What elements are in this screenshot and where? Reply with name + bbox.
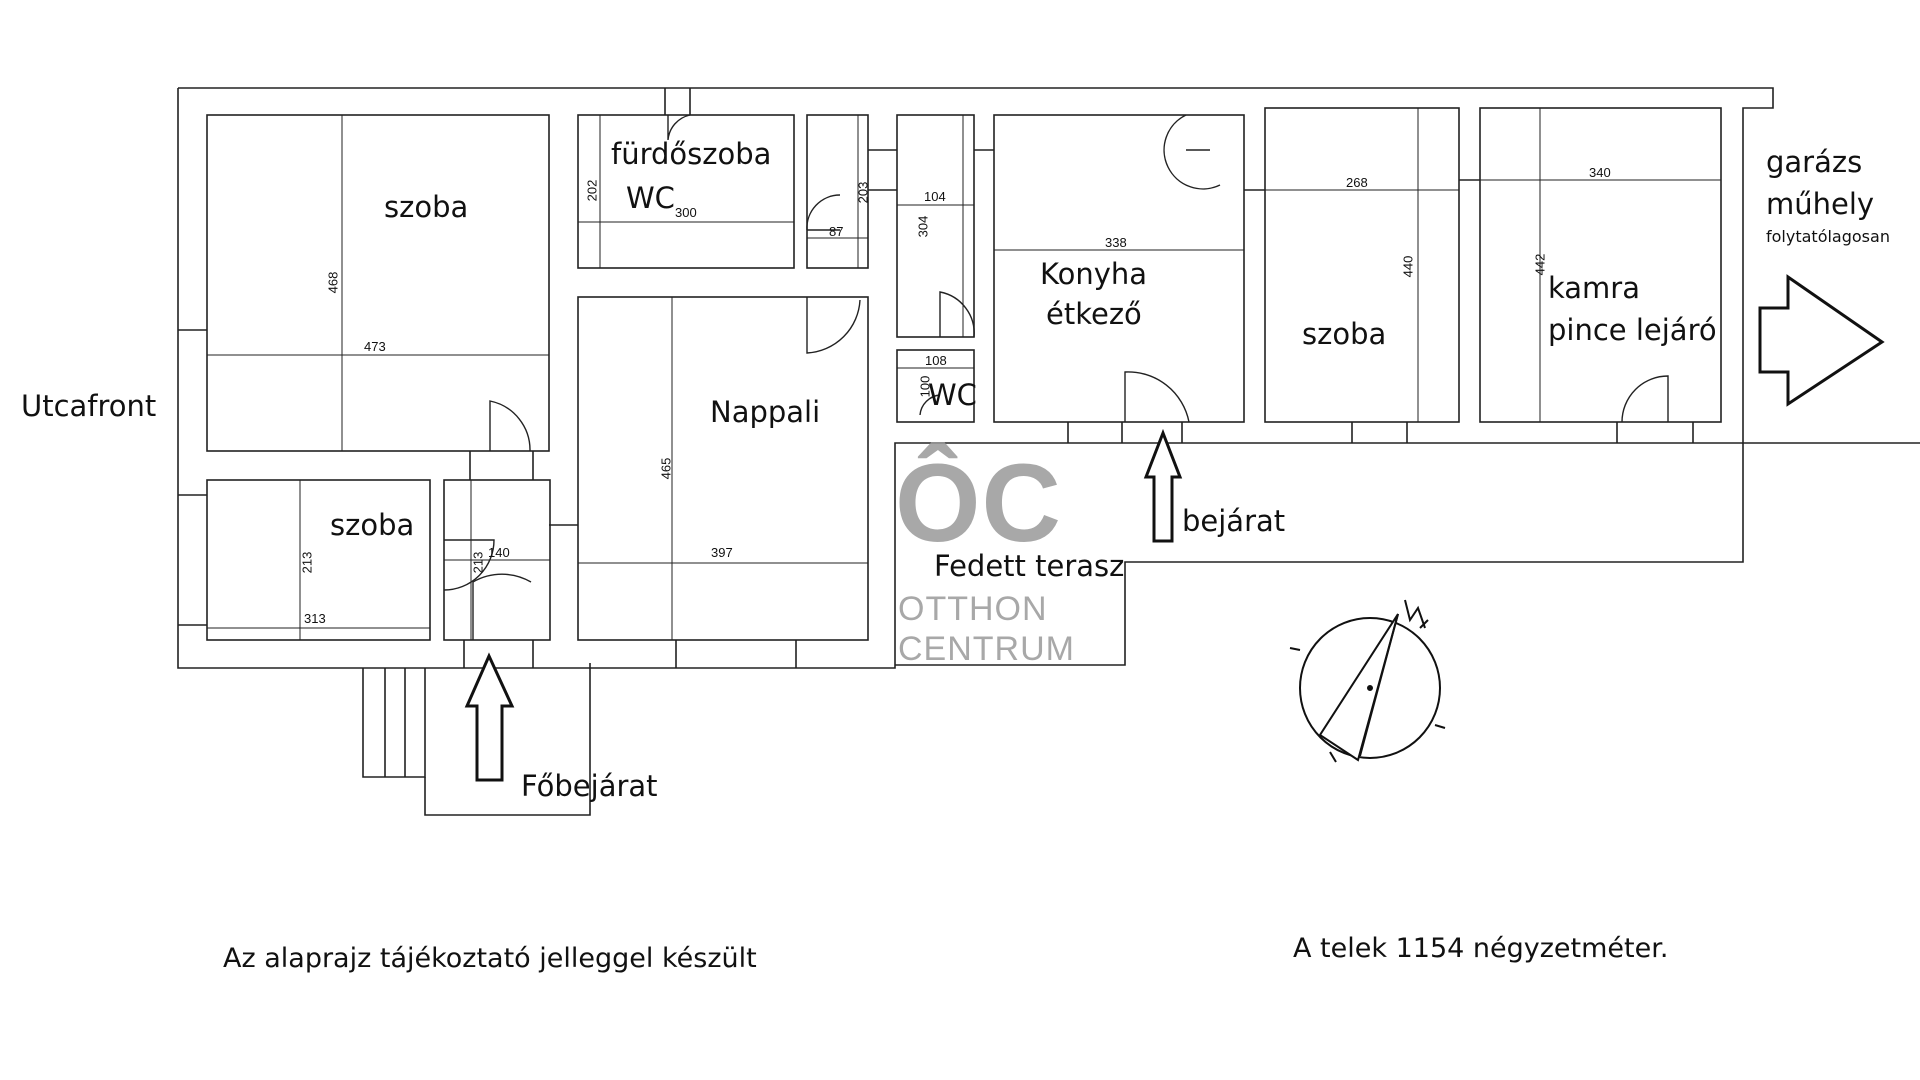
room-label-room-2: szoba — [330, 508, 415, 542]
main-entrance-arrow — [464, 652, 515, 782]
wall-ticks-left — [178, 329, 207, 626]
compass-circle — [1299, 617, 1441, 759]
disclaimer-note: Az alaprajz tájékoztató jelleggel készül… — [223, 943, 757, 974]
garage-label-2: műhely — [1766, 187, 1875, 221]
wall-ticks-mid — [469, 451, 578, 526]
room-2-outline — [206, 479, 431, 641]
dim-narrow-width: 87 — [829, 224, 844, 239]
room-label-living: Nappali — [710, 395, 821, 429]
watermark-logo: ÔC — [895, 442, 1062, 565]
compass-north-mark — [1404, 599, 1426, 629]
dim-room-2-width: 313 — [304, 611, 326, 626]
dimension-lines — [207, 108, 1721, 640]
door-living — [806, 297, 861, 354]
dim-wc-height: 100 — [917, 375, 933, 398]
door-kitchen-terrace — [1124, 371, 1190, 423]
wall-ticks-hall — [868, 149, 994, 191]
room-label-pantry-2: pince lejáró — [1548, 313, 1717, 347]
entrance-label: bejárat — [1182, 504, 1286, 538]
dim-living-width: 397 — [711, 545, 733, 560]
entrance-arrow — [1143, 428, 1183, 543]
room-label-kitchen-2: étkező — [1046, 297, 1142, 331]
dim-hall-height: 304 — [915, 215, 931, 238]
watermark-line-2: CENTRUM — [898, 630, 1075, 668]
door-entry — [472, 573, 532, 640]
dim-pantry-height: 442 — [1532, 253, 1548, 276]
kitchen-outline — [993, 114, 1245, 423]
door-kitchen — [1163, 114, 1221, 190]
compass-needle-axis — [1359, 613, 1399, 757]
wall-ticks-right — [1244, 179, 1480, 191]
living-outline — [577, 296, 869, 641]
plot-size-note: A telek 1154 négyzetméter. — [1293, 933, 1669, 964]
room-label-bathroom: fürdőszoba — [611, 137, 772, 171]
door-narrow — [806, 194, 841, 231]
dim-bath-height: 202 — [584, 179, 600, 202]
room-label-pantry-1: kamra — [1548, 271, 1640, 305]
door-hall — [939, 291, 975, 338]
hall-outline — [896, 114, 975, 338]
compass-needle — [1318, 613, 1399, 762]
door-room-2 — [443, 539, 495, 591]
door-bathroom — [667, 114, 691, 141]
porch-outline — [424, 663, 591, 816]
walls — [177, 87, 1920, 816]
door-wc — [919, 394, 941, 416]
dim-room-1-height: 468 — [325, 271, 341, 294]
dim-room-3-height: 440 — [1400, 255, 1416, 278]
room-label-room-1: szoba — [384, 190, 469, 224]
dim-narrow-height: 203 — [855, 181, 871, 204]
garage-label-3: folytatólagosan — [1766, 227, 1890, 246]
dim-room-2-height: 213 — [299, 551, 315, 574]
outer-wall-top — [178, 87, 1920, 444]
wall-ticks-terrace — [1067, 422, 1694, 443]
room-label-kitchen-1: Konyha — [1040, 257, 1148, 291]
bathroom-outline — [577, 114, 795, 269]
porch-stairs — [362, 668, 426, 778]
dim-living-height: 465 — [658, 457, 674, 480]
main-entrance-label: Főbejárat — [521, 769, 658, 803]
room-label-bathroom-wc: WC — [626, 181, 675, 215]
dim-entry-width: 140 — [488, 545, 510, 560]
terrace-outline — [895, 443, 1744, 666]
garage-label-1: garázs — [1766, 145, 1863, 179]
pantry-outline — [1479, 107, 1722, 423]
dim-hall-width: 104 — [924, 189, 946, 204]
chimney — [664, 88, 691, 115]
dim-wc-width: 108 — [925, 353, 947, 368]
door-room-1 — [489, 400, 531, 452]
street-label: Utcafront — [21, 389, 157, 423]
dim-kitchen-width: 338 — [1105, 235, 1127, 250]
room-1-outline — [206, 114, 550, 452]
room-label-room-3: szoba — [1302, 317, 1387, 351]
narrow-room-outline — [806, 114, 869, 269]
covered-terrace-label: Fedett terasz — [934, 549, 1125, 583]
dim-entry-height: 213 — [470, 551, 486, 574]
wall-ticks-bottom — [463, 640, 797, 668]
dim-pantry-width: 340 — [1589, 165, 1611, 180]
outer-wall-left — [177, 88, 1743, 669]
dim-room-1-width: 473 — [364, 339, 386, 354]
door-pantry — [1621, 375, 1669, 423]
dim-room-3-width: 268 — [1346, 175, 1368, 190]
watermark-line-1: OTTHON — [898, 590, 1048, 628]
doors — [443, 114, 1669, 640]
compass-ticks — [1289, 619, 1446, 763]
arrows — [464, 274, 1885, 782]
room-label-wc: WC — [928, 378, 977, 412]
compass-center — [1367, 685, 1373, 691]
wc-outline — [896, 349, 975, 423]
garage-arrow — [1758, 274, 1885, 407]
compass — [1289, 599, 1446, 763]
dim-bath-width: 300 — [675, 205, 697, 220]
room-3-outline — [1264, 107, 1460, 423]
